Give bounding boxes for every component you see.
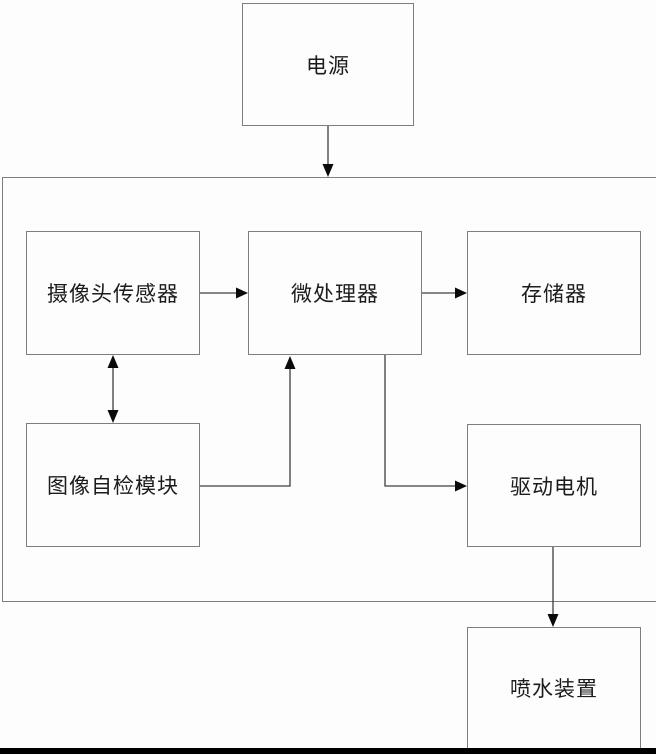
node-memory: 存储器 [467,231,641,355]
node-label: 存储器 [521,283,587,306]
edge-power-to-system-arrow [322,126,334,177]
node-label: 驱动电机 [510,475,598,499]
node-camera-sensor: 摄像头传感器 [26,231,200,355]
node-label: 摄像头传感器 [47,283,179,306]
node-label: 图像自检模块 [47,475,179,498]
node-label: 喷水装置 [510,678,598,701]
system-boundary-box [2,177,656,602]
node-label: 电源 [306,54,350,78]
node-water-spray: 喷水装置 [467,627,641,749]
node-microprocessor: 微处理器 [248,231,422,355]
node-image-self-check: 图像自检模块 [26,423,200,547]
scan-edge-bar [0,748,656,754]
node-drive-motor: 驱动电机 [467,424,641,547]
node-label: 微处理器 [291,283,379,306]
node-power: 电源 [242,3,414,126]
